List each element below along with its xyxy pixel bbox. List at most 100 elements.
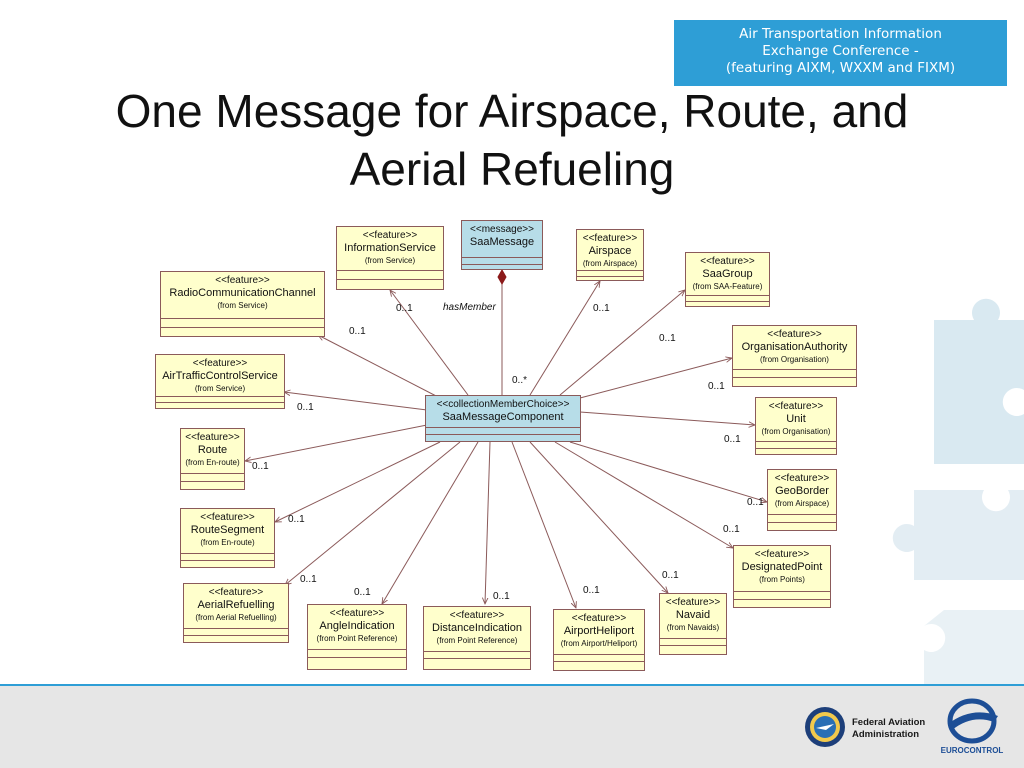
box-stereotype: <<feature>>	[215, 275, 270, 286]
box-stereotype: <<feature>>	[329, 608, 385, 619]
box-name: InformationService	[344, 242, 436, 254]
box-package: (from Navaids)	[666, 623, 720, 632]
multiplicity-airport-heliport: 0..1	[583, 585, 600, 596]
box-stereotype: <<feature>>	[185, 432, 240, 443]
box-stereotype: <<feature>>	[449, 610, 505, 621]
box-name: SaaMessage	[469, 236, 535, 248]
faa-seal-logo	[805, 707, 845, 747]
box-package: (from En-route)	[185, 458, 240, 467]
assoc-airspace	[529, 281, 600, 396]
box-package: (from Airspace)	[774, 499, 830, 508]
box-stereotype: <<feature>>	[192, 358, 248, 369]
box-stereotype: <<feature>>	[754, 549, 810, 560]
box-package: (from Point Reference)	[436, 636, 518, 645]
feature-box-airspace: <<feature>> Airspace (from Airspace)	[576, 229, 644, 281]
box-package: (from Airport/Heliport)	[560, 639, 638, 648]
assoc-unit	[579, 411, 755, 425]
box-name: AngleIndication	[319, 620, 395, 632]
feature-box-angle-indication: <<feature>> AngleIndication (from Point …	[307, 604, 407, 670]
assoc-information-service	[390, 290, 469, 396]
multiplicity-airspace: 0..1	[593, 303, 610, 314]
box-name: SaaGroup	[702, 268, 753, 280]
eurocontrol-wordmark: EUROCONTROL	[940, 746, 1004, 755]
box-stereotype: <<feature>>	[700, 256, 755, 267]
assoc-route-segment	[275, 441, 441, 522]
conference-banner: Air Transportation Information Exchange …	[674, 20, 1007, 86]
box-package: (from Airspace)	[582, 259, 638, 268]
multiplicity-geoborder: 0..1	[747, 497, 764, 508]
box-stereotype: <<feature>>	[767, 329, 822, 340]
box-package: (from Points)	[759, 575, 805, 584]
multiplicity-navaid: 0..1	[662, 570, 679, 581]
footer-bar	[0, 686, 1024, 768]
feature-box-saagroup: <<feature>> SaaGroup (from SAA-Feature)	[685, 252, 770, 307]
eurocontrol-logo	[947, 698, 998, 744]
box-name: DesignatedPoint	[741, 561, 823, 573]
box-name: GeoBorder	[775, 485, 829, 497]
saa-message-box: <<message>> SaaMessage	[461, 220, 543, 270]
faa-line-1: Federal Aviation	[852, 717, 926, 728]
box-name: AirTrafficControlService	[162, 370, 278, 382]
feature-box-radio-communication-channel: <<feature>> RadioCommunicationChannel (f…	[160, 271, 325, 337]
box-name: OrganisationAuthority	[741, 341, 848, 353]
multiplicity-information-service: 0..1	[396, 303, 413, 314]
multiplicity-aerial-refuelling: 0..1	[300, 574, 317, 585]
feature-box-route-segment: <<feature>> RouteSegment (from En-route)	[180, 508, 275, 568]
multiplicity-organisation-authority: 0..1	[708, 381, 725, 392]
box-name: SaaMessageComponent	[442, 411, 564, 423]
box-stereotype: <<feature>>	[768, 401, 824, 412]
assoc-designated-point	[554, 441, 733, 548]
box-stereotype: <<feature>>	[582, 233, 638, 244]
banner-line-3: (featuring AIXM, WXXM and FIXM)	[725, 60, 956, 76]
box-stereotype: <<feature>>	[362, 230, 418, 241]
box-stereotype: <<feature>>	[774, 473, 830, 484]
box-stereotype: <<feature>>	[571, 613, 627, 624]
banner-line-2: Exchange Conference -	[762, 43, 919, 59]
assoc-navaid	[529, 441, 668, 593]
multiplicity-designated-point: 0..1	[723, 524, 740, 535]
assoc-airport-heliport	[511, 441, 576, 608]
box-package: (from Point Reference)	[316, 634, 398, 643]
faa-wordmark: Federal Aviation Administration	[852, 717, 925, 741]
box-name: AirportHeliport	[563, 625, 635, 637]
faa-line-2: Administration	[852, 729, 920, 740]
multiplicity-distance-indication: 0..1	[493, 591, 510, 602]
assoc-geoborder	[569, 441, 767, 502]
assoc-air-traffic-control-service	[284, 392, 428, 411]
box-stereotype: <<collectionMemberChoice>>	[436, 399, 570, 410]
role-name-label: hasMember	[443, 302, 496, 313]
multiplicity-route: 0..1	[252, 461, 269, 472]
title-line-2: Aerial Refueling	[349, 143, 675, 195]
box-name: Unit	[786, 413, 806, 425]
assoc-route	[245, 424, 428, 461]
box-name: AerialRefuelling	[197, 599, 275, 611]
box-name: Navaid	[675, 609, 711, 621]
feature-box-air-traffic-control-service: <<feature>> AirTrafficControlService (fr…	[155, 354, 285, 409]
feature-box-airport-heliport: <<feature>> AirportHeliport (from Airpor…	[553, 609, 645, 671]
feature-box-designated-point: <<feature>> DesignatedPoint (from Points…	[733, 545, 831, 608]
box-name: Airspace	[588, 245, 632, 257]
central-multiplicity: 0..*	[512, 375, 528, 386]
box-package: (from En-route)	[200, 538, 255, 547]
feature-box-navaid: <<feature>> Navaid (from Navaids)	[659, 593, 727, 655]
box-stereotype: <<message>>	[470, 224, 534, 235]
multiplicity-route-segment: 0..1	[288, 514, 305, 525]
slide-title: One Message for Airspace, Route, and Aer…	[40, 82, 984, 198]
box-package: (from Service)	[217, 301, 268, 310]
box-package: (from Organisation)	[761, 427, 831, 436]
assoc-saagroup	[559, 290, 685, 396]
banner-line-1: Air Transportation Information	[739, 26, 942, 42]
feature-box-information-service: <<feature>> InformationService (from Ser…	[336, 226, 444, 290]
box-name: RadioCommunicationChannel	[169, 287, 316, 299]
assoc-aerial-refuelling	[285, 441, 461, 585]
feature-box-aerial-refuelling: <<feature>> AerialRefuelling (from Aeria…	[183, 583, 289, 643]
feature-box-geoborder: <<feature>> GeoBorder (from Airspace)	[767, 469, 837, 531]
box-stereotype: <<feature>>	[665, 597, 721, 608]
assoc-radio-communication-channel	[318, 335, 441, 399]
box-package: (from Service)	[364, 256, 416, 265]
assoc-angle-indication	[382, 441, 479, 604]
box-name: RouteSegment	[190, 524, 265, 536]
box-name: DistanceIndication	[432, 622, 522, 634]
